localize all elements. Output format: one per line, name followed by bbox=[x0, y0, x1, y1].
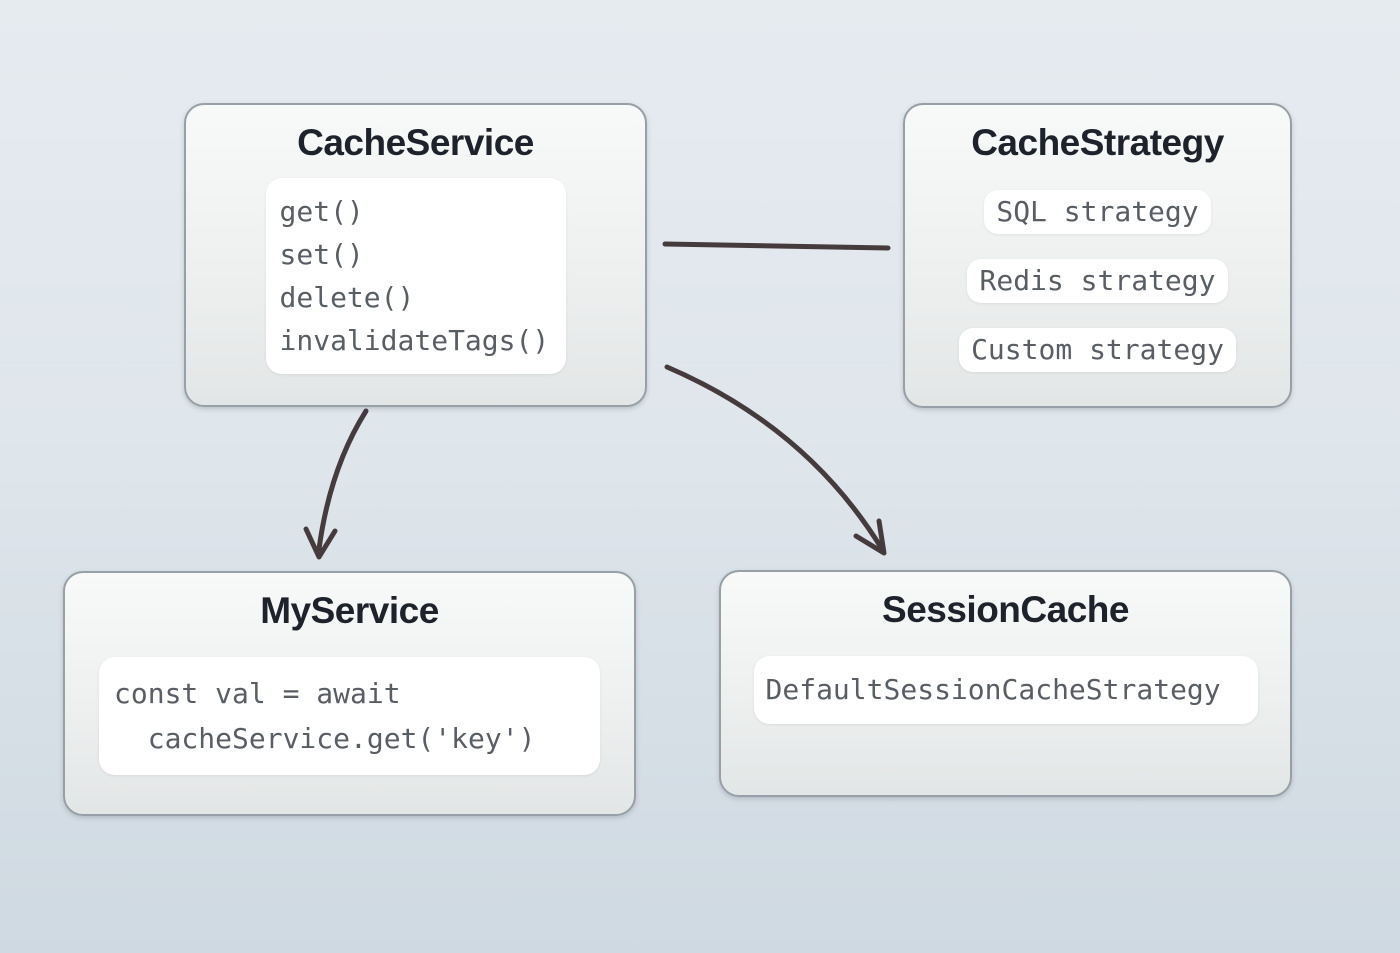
node-cacheservice-title: CacheService bbox=[297, 122, 534, 163]
method-set: set() bbox=[279, 238, 364, 271]
code-line-2: cacheService.get('key') bbox=[114, 722, 536, 755]
strategy-pill-stack: SQL strategy Redis strategy Custom strat… bbox=[905, 190, 1290, 372]
method-delete: delete() bbox=[279, 281, 415, 314]
node-cachestrategy: CacheStrategy SQL strategy Redis strateg… bbox=[903, 103, 1292, 408]
arrow-cacheservice-myservice bbox=[303, 408, 369, 560]
code-line-1: const val = await bbox=[114, 677, 401, 710]
arrow-cacheservice-sessioncache bbox=[664, 364, 887, 556]
arrow-cacheservice-myservice-shaft bbox=[316, 408, 369, 552]
strategy-pill-sql: SQL strategy bbox=[984, 190, 1211, 234]
node-cachestrategy-title: CacheStrategy bbox=[971, 122, 1224, 163]
node-cacheservice: CacheService get() set() delete() invali… bbox=[184, 103, 647, 407]
strategy-pill-custom: Custom strategy bbox=[959, 328, 1236, 372]
cacheservice-methods-panel: get() set() delete() invalidateTags() bbox=[265, 178, 566, 374]
default-strategy-label: DefaultSessionCacheStrategy bbox=[765, 673, 1221, 706]
node-myservice: MyService const val = await cacheService… bbox=[63, 571, 636, 816]
myservice-code-panel: const val = await cacheService.get('key'… bbox=[99, 657, 600, 775]
strategy-pill-redis: Redis strategy bbox=[967, 259, 1228, 303]
arrow-cacheservice-myservice-head bbox=[303, 526, 338, 560]
connector-cacheservice-cachestrategy bbox=[662, 241, 891, 251]
method-get: get() bbox=[279, 195, 364, 228]
node-sessioncache: SessionCache DefaultSessionCacheStrategy bbox=[719, 570, 1292, 797]
node-sessioncache-title: SessionCache bbox=[882, 589, 1129, 630]
sessioncache-strategy-panel: DefaultSessionCacheStrategy bbox=[753, 656, 1258, 724]
method-invalidatetags: invalidateTags() bbox=[279, 324, 550, 357]
arrow-cacheservice-sessioncache-shaft bbox=[664, 364, 885, 552]
node-myservice-title: MyService bbox=[260, 590, 439, 631]
arrow-cacheservice-sessioncache-head bbox=[853, 518, 887, 556]
